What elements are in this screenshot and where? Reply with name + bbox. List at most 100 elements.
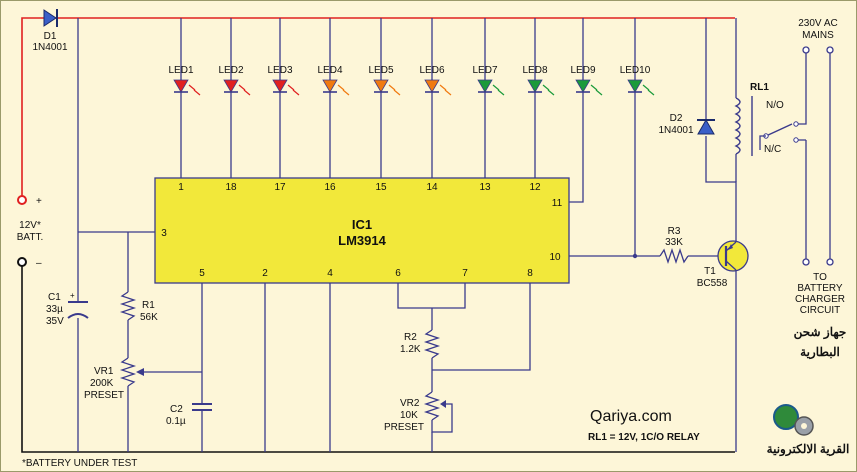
c2-value: 0.1µ bbox=[166, 416, 186, 427]
mains-line1: 230V AC bbox=[798, 18, 837, 29]
pin-16: 16 bbox=[324, 182, 336, 193]
led-7-label: LED7 bbox=[472, 65, 497, 76]
led-3: LED3 bbox=[267, 65, 300, 96]
brand-arabic: القرية الالكترونية bbox=[767, 442, 850, 457]
vr1-value: 200K bbox=[90, 378, 114, 389]
led-8-label: LED8 bbox=[522, 65, 547, 76]
led-1-label: LED1 bbox=[168, 65, 193, 76]
charger-terminal-1 bbox=[802, 258, 810, 266]
relay-nc: N/C bbox=[764, 144, 781, 155]
led-wires bbox=[180, 18, 636, 256]
pin-18: 18 bbox=[225, 182, 237, 193]
battery-plus-terminal bbox=[17, 195, 27, 205]
pin-10: 10 bbox=[549, 252, 561, 263]
pin-1: 1 bbox=[178, 182, 184, 193]
t1-transistor bbox=[717, 240, 749, 272]
led-7: LED7 bbox=[472, 65, 505, 96]
footnote: *BATTERY UNDER TEST bbox=[22, 458, 137, 469]
ic-part: LM3914 bbox=[338, 233, 386, 248]
mains-terminal-1 bbox=[802, 46, 810, 54]
battery-plus: + bbox=[36, 196, 42, 207]
led-2-label: LED2 bbox=[218, 65, 243, 76]
d2-name: D2 bbox=[670, 113, 683, 124]
c2-name: C2 bbox=[170, 404, 183, 415]
c1-value1: 33µ bbox=[46, 304, 63, 315]
r2-value: 1.2K bbox=[400, 344, 421, 355]
led-array: LED1 LED2 LED3 LED4 LED5 LED6 LED7 LED8 LED9 LED1… bbox=[168, 65, 655, 96]
relay-coil bbox=[734, 97, 741, 155]
led-6: LED6 bbox=[419, 65, 452, 96]
led-5-label: LED5 bbox=[368, 65, 393, 76]
charger-line2: BATTERY bbox=[797, 283, 843, 294]
pin-14: 14 bbox=[426, 182, 438, 193]
pin-13: 13 bbox=[479, 182, 491, 193]
mains-terminal-2 bbox=[826, 46, 834, 54]
vr2-wiper-arrow bbox=[440, 400, 446, 408]
charger-line1: TO bbox=[813, 272, 827, 283]
pin-6: 6 bbox=[395, 268, 401, 279]
led-3-label: LED3 bbox=[267, 65, 292, 76]
wire-t1-collector bbox=[705, 136, 737, 242]
ic-name: IC1 bbox=[352, 217, 372, 232]
relay-no: N/O bbox=[766, 100, 784, 111]
led-2: LED2 bbox=[218, 65, 251, 96]
led-5: LED5 bbox=[368, 65, 401, 96]
vr2-name: VR2 bbox=[400, 398, 420, 409]
wire-mains-1 bbox=[798, 50, 807, 125]
led-4: LED4 bbox=[317, 65, 350, 96]
battery-minus-terminal bbox=[17, 257, 27, 267]
d2-diode bbox=[697, 118, 715, 135]
vr2-preset bbox=[423, 391, 441, 421]
pin-11: 11 bbox=[552, 198, 563, 209]
led-9: LED9 bbox=[570, 65, 603, 96]
pin-2: 2 bbox=[262, 268, 268, 279]
d1-diode bbox=[43, 9, 58, 27]
svg-text:+: + bbox=[70, 291, 75, 300]
vr1-preset bbox=[119, 357, 137, 387]
d1-part: 1N4001 bbox=[32, 42, 67, 53]
vr1-name: VR1 bbox=[94, 366, 114, 377]
vr1-type: PRESET bbox=[84, 390, 124, 401]
battery-minus: – bbox=[36, 258, 42, 269]
relay-name: RL1 bbox=[750, 82, 769, 93]
r3-name: R3 bbox=[668, 226, 681, 237]
r2-name: R2 bbox=[404, 332, 417, 343]
r2-resistor bbox=[423, 329, 441, 359]
charger-line4: CIRCUIT bbox=[800, 305, 841, 316]
wire-vr2-wiper bbox=[431, 403, 453, 433]
led-10: LED10 bbox=[620, 65, 655, 96]
r1-value: 56K bbox=[140, 312, 158, 323]
r1-resistor bbox=[119, 291, 137, 321]
vr2-value: 10K bbox=[400, 410, 418, 421]
led-10-label: LED10 bbox=[620, 65, 651, 76]
led-8: LED8 bbox=[522, 65, 555, 96]
led-1: LED1 bbox=[168, 65, 201, 96]
supply-rail bbox=[21, 17, 735, 200]
r1-name: R1 bbox=[142, 300, 155, 311]
c1-name: C1 bbox=[48, 292, 61, 303]
battery-voltage: 12V* bbox=[19, 220, 41, 231]
wire-charger-1 bbox=[798, 139, 807, 262]
pin-7: 7 bbox=[462, 268, 468, 279]
brand-logo-icon bbox=[773, 404, 814, 436]
ground-rail bbox=[21, 262, 735, 453]
r3-resistor bbox=[659, 247, 689, 265]
pin-4: 4 bbox=[327, 268, 333, 279]
vr1-wiper-arrow bbox=[136, 368, 144, 376]
charger-terminal-2 bbox=[826, 258, 834, 266]
led-9-label: LED9 bbox=[570, 65, 595, 76]
wire-pin6-7 bbox=[397, 283, 466, 309]
pin-3: 3 bbox=[161, 228, 167, 239]
ic-body bbox=[154, 177, 570, 284]
battery-label: BATT. bbox=[17, 232, 43, 243]
pin-5: 5 bbox=[199, 268, 205, 279]
led-6-label: LED6 bbox=[419, 65, 444, 76]
junction-pin10 bbox=[632, 253, 638, 259]
t1-name: T1 bbox=[704, 266, 716, 277]
arabic-line2: البطارية bbox=[800, 345, 840, 360]
arabic-line1: جهاز شحن bbox=[794, 325, 847, 340]
led-4-label: LED4 bbox=[317, 65, 342, 76]
r3-value: 33K bbox=[665, 237, 683, 248]
charger-line3: CHARGER bbox=[795, 294, 845, 305]
